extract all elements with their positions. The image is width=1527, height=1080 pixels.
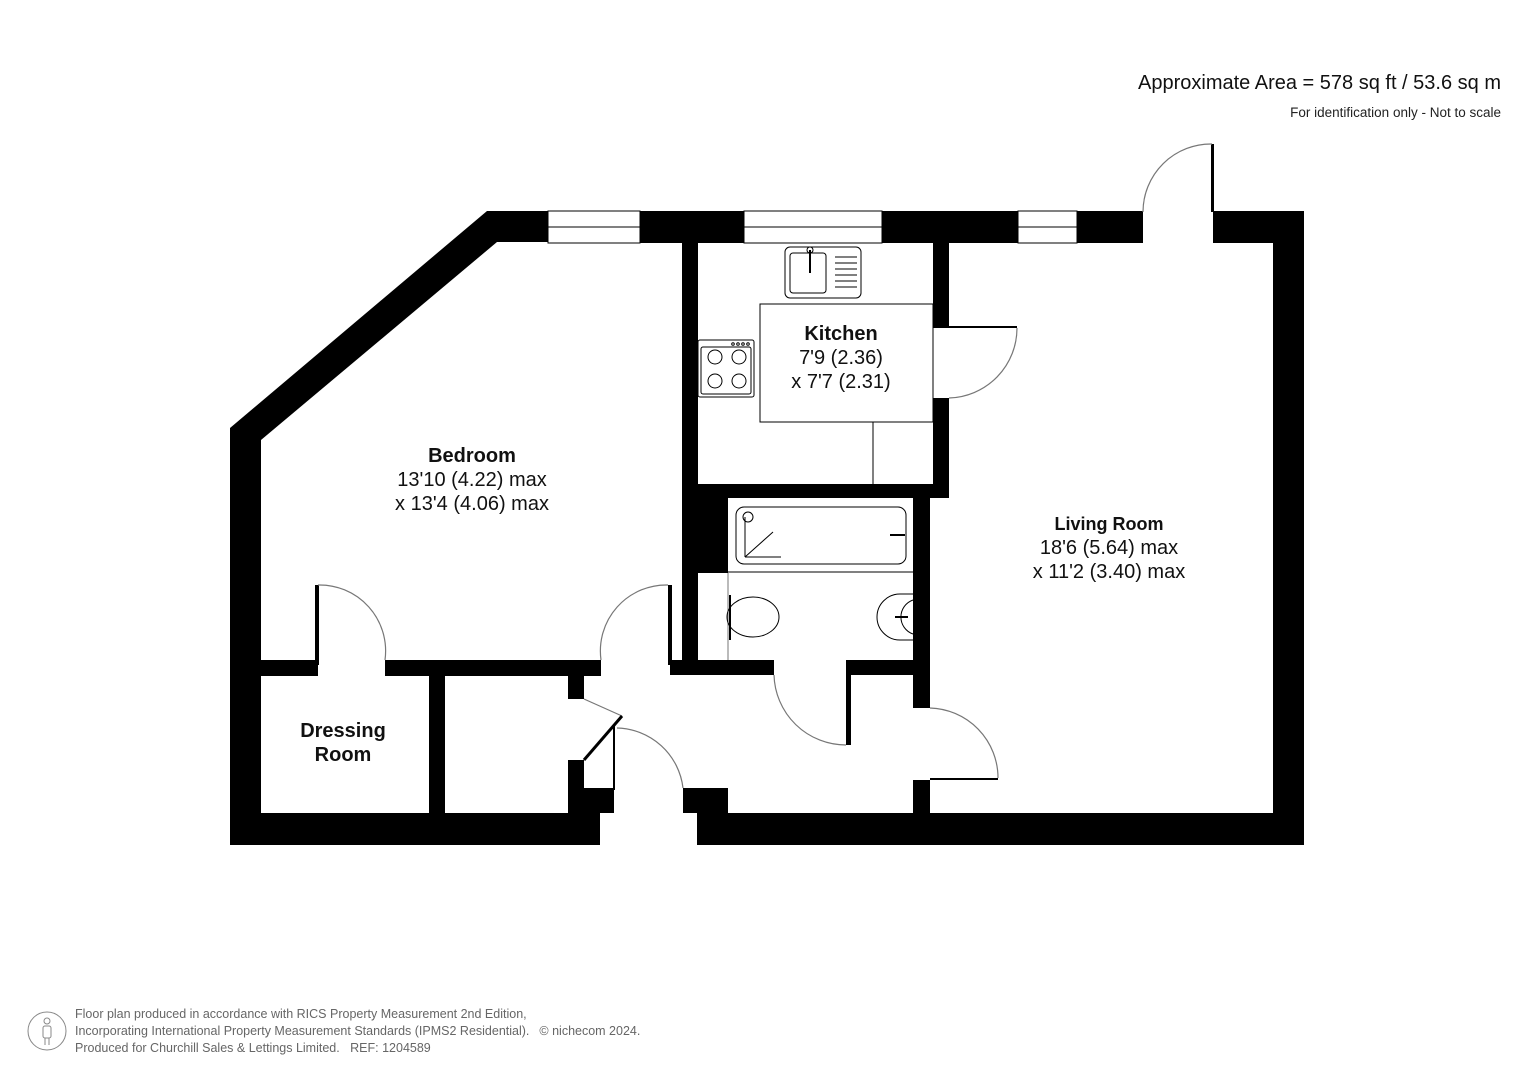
bathroom-west-wall bbox=[682, 498, 728, 573]
doors bbox=[317, 143, 1214, 790]
bottom-wall-left bbox=[230, 813, 600, 845]
right-wall bbox=[1273, 211, 1304, 845]
approximate-area: Approximate Area = 578 sq ft / 53.6 sq m bbox=[1138, 72, 1501, 94]
bathroom-fixtures bbox=[698, 506, 914, 660]
room-dimension: 7'9 (2.36) bbox=[799, 347, 883, 369]
kitchen-east-wall-lower bbox=[933, 398, 949, 498]
door-leaf bbox=[1211, 144, 1214, 212]
room-label-kitchen: Kitchen 7'9 (2.36) x 7'7 (2.31) bbox=[791, 322, 890, 394]
door-swing bbox=[616, 727, 684, 789]
door-swing bbox=[1142, 143, 1213, 213]
door-swing bbox=[773, 674, 847, 746]
cupboard-wall bbox=[568, 676, 584, 699]
room-dimension: x 7'7 (2.31) bbox=[791, 371, 891, 393]
footer-line: Produced for Churchill Sales & Lettings … bbox=[75, 1041, 340, 1055]
bathroom-south-wall-left bbox=[670, 660, 774, 675]
room-name: Room bbox=[314, 744, 372, 766]
bathroom-east-wall bbox=[913, 498, 930, 708]
room-name: Living Room bbox=[1054, 514, 1164, 534]
door-swing bbox=[929, 707, 999, 779]
copyright: © nichecom 2024. bbox=[539, 1024, 641, 1038]
reference-number: REF: 1204589 bbox=[350, 1041, 431, 1055]
door-swing bbox=[948, 327, 1018, 399]
room-dimension: x 11'2 (3.40) max bbox=[1032, 560, 1186, 583]
bottom-wall-right bbox=[697, 813, 1304, 845]
windows bbox=[547, 210, 1078, 244]
sink-icon bbox=[784, 246, 862, 299]
room-name: Bedroom bbox=[428, 445, 516, 467]
door-swing bbox=[599, 584, 669, 661]
bathroom-south-wall-right bbox=[846, 660, 930, 675]
scale-disclaimer: For identification only - Not to scale bbox=[1290, 105, 1501, 120]
top-wall-segment bbox=[882, 211, 1018, 243]
bedroom-south-wall-left bbox=[261, 660, 318, 676]
dressing-room-partition bbox=[429, 676, 445, 813]
hob-icon bbox=[697, 339, 755, 398]
bedroom-south-wall-right bbox=[385, 660, 601, 676]
bedroom-diagonal-wall bbox=[230, 211, 548, 845]
kitchen-fixtures bbox=[697, 246, 934, 484]
entrance-jamb bbox=[683, 788, 728, 813]
walls bbox=[230, 211, 1304, 845]
bathroom-west-wall-lower bbox=[682, 573, 698, 663]
footer-notes: Floor plan produced in accordance with R… bbox=[75, 1006, 640, 1057]
kitchen-south-wall bbox=[682, 484, 949, 498]
bath-icon bbox=[735, 506, 907, 565]
door-swing bbox=[317, 584, 387, 661]
room-dimension: 13'10 (4.22) max bbox=[397, 469, 547, 491]
basin-icon bbox=[876, 593, 914, 641]
room-dimension: 18'6 (5.64) max bbox=[1039, 536, 1179, 559]
room-label-living-room: Living Room 18'6 (5.64) max x 11'2 (3.40… bbox=[1033, 514, 1185, 584]
top-wall-segment bbox=[1077, 211, 1143, 243]
footer-line: Incorporating International Property Mea… bbox=[75, 1024, 530, 1038]
kitchen-east-wall-upper bbox=[933, 243, 949, 328]
toilet-icon bbox=[726, 595, 780, 640]
person-icon bbox=[27, 1011, 67, 1051]
room-dimension: x 13'4 (4.06) max bbox=[395, 493, 549, 515]
room-label-dressing-room: Dressing Room bbox=[300, 719, 386, 767]
top-wall-segment bbox=[640, 211, 744, 243]
room-name: Kitchen bbox=[804, 323, 878, 345]
room-label-bedroom: Bedroom 13'10 (4.22) max x 13'4 (4.06) m… bbox=[395, 444, 549, 516]
kitchen-worktop bbox=[759, 303, 934, 423]
room-name: Dressing bbox=[300, 720, 386, 742]
footer-line: Floor plan produced in accordance with R… bbox=[75, 1007, 527, 1021]
living-west-wall-lower bbox=[913, 780, 930, 813]
